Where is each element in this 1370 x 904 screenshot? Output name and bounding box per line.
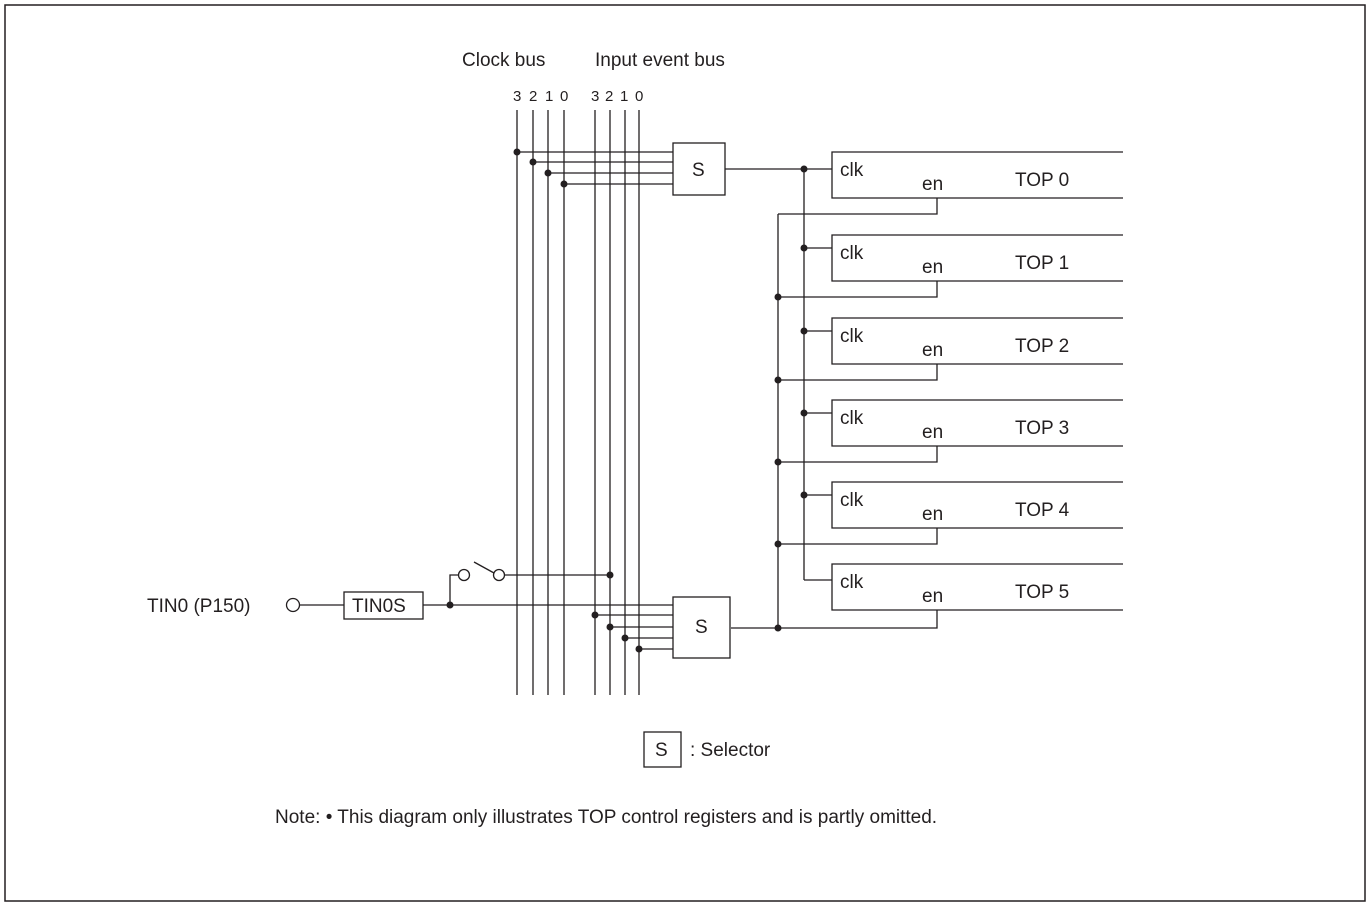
switch-contact [492, 568, 506, 582]
enable-selector-label: S [695, 617, 708, 638]
junction-dot [800, 327, 808, 335]
junction-dot [513, 148, 521, 156]
input-event-bus-number: 2 [605, 88, 613, 105]
en-wire [778, 281, 938, 298]
input-event-bus-number: 1 [620, 88, 628, 105]
junction-dot [800, 244, 808, 252]
en-wire [778, 528, 938, 545]
enable-selector: S [591, 596, 731, 659]
input-event-bus-lines [594, 110, 640, 695]
top-register-3: clk en TOP 3 [774, 399, 1123, 466]
junction-dot [544, 169, 552, 177]
legend-text: : Selector [690, 740, 771, 761]
register-box [831, 234, 1123, 282]
register-box [831, 563, 1123, 611]
clock-bus-label: Clock bus [462, 50, 545, 71]
clock-bus-number: 3 [513, 88, 521, 105]
junction-dot [560, 180, 568, 188]
en-label: en [922, 504, 943, 525]
tin0s-label: TIN0S [352, 596, 406, 617]
junction-dot [774, 540, 782, 548]
legend-selector-box [643, 731, 682, 768]
register-box [831, 399, 1123, 447]
en-label: en [922, 586, 943, 607]
input-event-bus-numbers: 3 2 1 0 [591, 88, 643, 105]
diagram-frame [4, 4, 1366, 902]
top-register-0: clk en TOP 0 [778, 151, 1123, 215]
input-event-bus-number: 0 [635, 88, 643, 105]
junction-dot [774, 458, 782, 466]
clock-selector-label: S [692, 160, 705, 181]
legend: S : Selector [643, 731, 771, 768]
register-box [831, 481, 1123, 529]
junction-dot [800, 491, 808, 499]
switch-contact [457, 568, 471, 582]
junction-dot [529, 158, 537, 166]
input-pin-label: TIN0 (P150) [147, 596, 250, 617]
diagram-note: Note: • This diagram only illustrates TO… [275, 807, 937, 828]
en-label: en [922, 340, 943, 361]
junction-dot [774, 293, 782, 301]
input-event-bus-number: 3 [591, 88, 599, 105]
clock-bus-number: 1 [545, 88, 553, 105]
register-name: TOP 2 [1015, 336, 1069, 357]
en-wire [778, 364, 938, 381]
clock-bus-number: 0 [560, 88, 568, 105]
enable-selector-box [672, 596, 731, 659]
en-label: en [922, 257, 943, 278]
en-wire [731, 610, 938, 629]
clk-label: clk [840, 490, 864, 511]
junction-dot [606, 571, 614, 579]
register-name: TOP 4 [1015, 500, 1070, 521]
junction-dot [774, 376, 782, 384]
switch-lever-icon [473, 561, 495, 574]
clock-selector: S [513, 142, 832, 196]
clk-label: clk [840, 243, 864, 264]
clock-bus-numbers: 3 2 1 0 [513, 88, 568, 105]
en-label: en [922, 174, 943, 195]
en-wire [778, 446, 938, 463]
clock-bus-number: 2 [529, 88, 537, 105]
top-register-5: clk en TOP 5 [731, 563, 1123, 632]
register-name: TOP 1 [1015, 253, 1069, 274]
register-name: TOP 5 [1015, 582, 1069, 603]
input-event-bus-label: Input event bus [595, 50, 725, 71]
top-register-4: clk en TOP 4 [774, 481, 1123, 548]
input-pin-terminal [285, 597, 301, 613]
input-path: TIN0 (P150) TIN0S [147, 561, 673, 620]
clk-label: clk [840, 160, 864, 181]
en-wire [778, 198, 938, 215]
clock-bus-lines [516, 110, 565, 695]
register-box [831, 317, 1123, 365]
junction-dot [800, 165, 808, 173]
register-name: TOP 0 [1015, 170, 1069, 191]
clk-label: clk [840, 326, 864, 347]
legend-selector-symbol: S [655, 740, 668, 761]
clk-label: clk [840, 572, 864, 593]
en-label: en [922, 422, 943, 443]
register-name: TOP 3 [1015, 418, 1069, 439]
top-register-1: clk en TOP 1 [774, 234, 1123, 301]
clk-label: clk [840, 408, 864, 429]
switch-wire [449, 574, 458, 605]
junction-dot [774, 624, 782, 632]
junction-dot [800, 409, 808, 417]
register-box [831, 151, 1123, 199]
top-register-2: clk en TOP 2 [774, 317, 1123, 384]
